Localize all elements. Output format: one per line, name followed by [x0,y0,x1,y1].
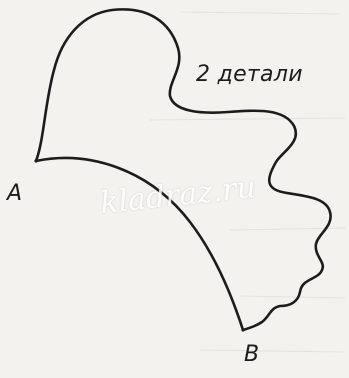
pattern-outline [34,8,332,332]
point-a-label: A [7,181,23,206]
paper-texture [149,11,346,353]
point-b-label: B [244,342,260,367]
point-a-marker [34,159,38,163]
pieces-caption: 2 детали [196,62,303,87]
point-b-marker [241,328,245,332]
seam-line [34,156,245,332]
